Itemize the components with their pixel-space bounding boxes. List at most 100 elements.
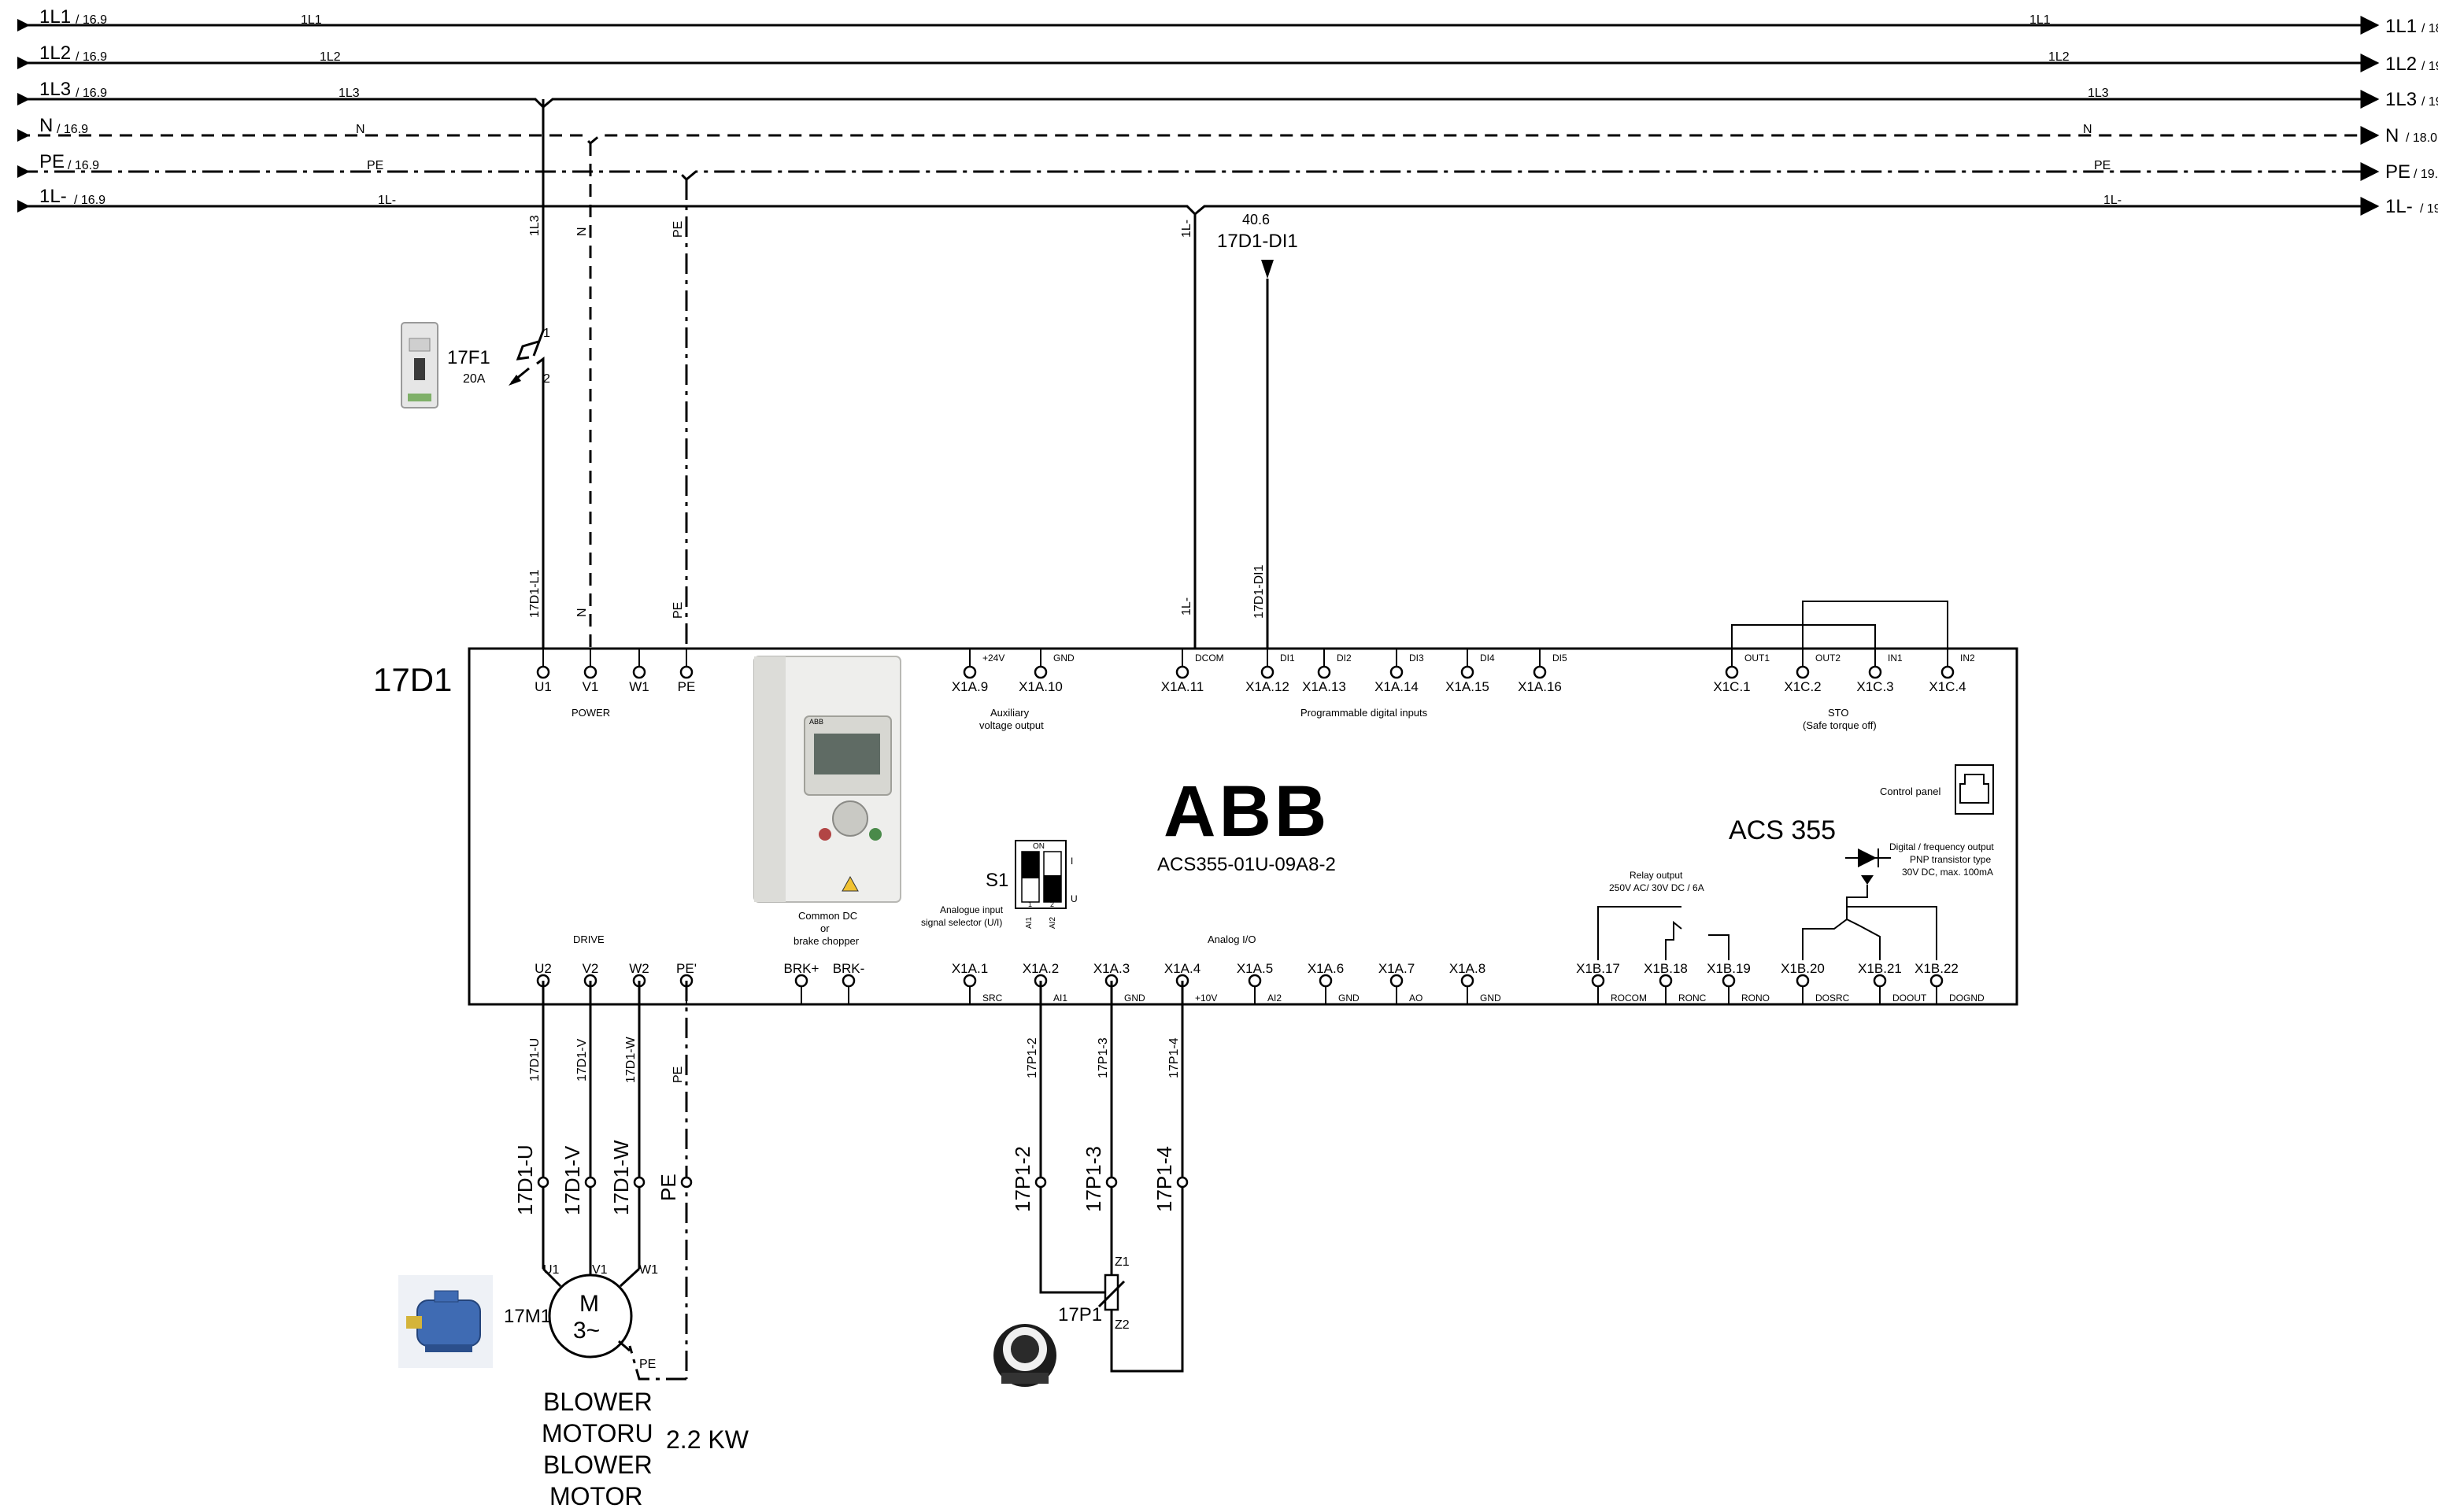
top-terminal-15	[1940, 665, 1955, 679]
breaker-rating: 20A	[463, 372, 486, 386]
rail-pe-label: PE	[39, 151, 65, 172]
rail-pe-right-label: PE	[2385, 161, 2410, 183]
breaker-pin-2: 2	[543, 372, 550, 386]
rail-1l1-right-ref: / 18.0	[2421, 22, 2438, 35]
rail-1l-minus-label: 1L-	[39, 186, 67, 207]
rail-1l3-label: 1L3	[39, 79, 71, 100]
rail-1l1: 1L1 / 16.9 1L1 1L1 1L1 / 18.0	[17, 6, 2438, 37]
bottom-signal-1: AI1	[1053, 993, 1067, 1004]
top-terminal-14	[1868, 665, 1882, 679]
top-terminal-7	[1260, 665, 1274, 679]
wire-di1-label: 17D1-DI1	[1252, 564, 1266, 619]
top-terminal-10	[1460, 665, 1474, 679]
s1-tag: S1	[986, 870, 1008, 891]
rail-1l3: 1L3 / 16.9 1L3 1L3 1L3 / 19.0	[17, 79, 2438, 110]
bottom-signal-6: AO	[1409, 993, 1422, 1004]
do-desc-2: PNP transistor type	[1910, 854, 1991, 865]
bottom-terminal-label-7: X1A.2	[1023, 961, 1059, 976]
top-terminal-2	[632, 665, 646, 679]
bottom-signal-4: AI2	[1267, 993, 1282, 1004]
top-terminal-label-13: X1C.2	[1784, 679, 1821, 694]
bottom-terminal-label-3: PE'	[676, 961, 697, 976]
pot-z1: Z1	[1115, 1255, 1130, 1269]
top-terminal-label-8: X1A.13	[1302, 679, 1346, 694]
drop-l1-wire: 1L3 17D1-L1	[528, 99, 545, 672]
rail-n-right-label: N	[2385, 125, 2399, 146]
abb-logo: ABB	[1164, 771, 1326, 852]
bottom-terminal-13	[1460, 974, 1474, 988]
top-terminal-label-12: X1C.1	[1713, 679, 1750, 694]
rail-1l1-right-label: 1L1	[2385, 16, 2417, 37]
rail-1l2-right-ref: / 19.0	[2421, 60, 2438, 73]
motor-conn-v: 17D1-V	[560, 1145, 584, 1215]
drop-1l-minus-wire: 1L- 1L-	[1180, 214, 1197, 672]
group-dc-1: Common DC	[798, 910, 857, 922]
bottom-terminal-17	[1796, 974, 1810, 988]
cross-ref-signal: 17D1-DI1	[1217, 231, 1298, 252]
motor-terminal-v1: V1	[592, 1263, 608, 1277]
bottom-terminal-label-12: X1A.7	[1378, 961, 1415, 976]
wire-17d1-l1-label: 17D1-L1	[528, 570, 542, 618]
top-terminal-label-15: X1C.4	[1929, 679, 1966, 694]
bottom-terminal-label-6: X1A.1	[952, 961, 988, 976]
top-terminal-label-6: X1A.11	[1161, 679, 1204, 694]
drive-block	[468, 647, 2018, 1006]
top-terminal-label-14: X1C.3	[1856, 679, 1893, 694]
bottom-terminal-4	[794, 974, 808, 988]
drop-n-wire: N N	[575, 143, 592, 672]
rail-1l-minus-mid-left: 1L-	[378, 194, 396, 207]
group-prog: Programmable digital inputs	[1300, 707, 1428, 719]
relay-desc-2: 250V AC/ 30V DC / 6A	[1609, 882, 1704, 893]
top-signal-2: DCOM	[1195, 652, 1224, 664]
rail-pe-right-ref: / 19.0	[2414, 168, 2438, 181]
bottom-signal-13: DOGND	[1949, 993, 1985, 1004]
top-terminal-1	[583, 665, 597, 679]
s1-desc-2: signal selector (U/I)	[921, 917, 1002, 928]
rail-1l3-right-label: 1L3	[2385, 89, 2417, 110]
wire-1l-minus-label: 1L-	[1180, 597, 1193, 616]
drive-model: ACS355-01U-09A8-2	[1157, 854, 1336, 875]
bottom-signal-10: RONO	[1741, 993, 1770, 1004]
bottom-terminal-16	[1722, 974, 1736, 988]
drop-n-label: N	[575, 227, 589, 236]
top-terminal-0	[536, 665, 550, 679]
bottom-signal-0: SRC	[982, 993, 1003, 1004]
top-signal-3: DI1	[1280, 652, 1295, 664]
drive-photo-logo: ABB	[809, 718, 823, 726]
motor-terminal-u1: U1	[543, 1263, 560, 1277]
group-sto-2: (Safe torque off)	[1803, 719, 1877, 731]
bottom-terminal-label-13: X1A.8	[1449, 961, 1485, 976]
rail-n-label: N	[39, 115, 53, 136]
s1-i: I	[1071, 856, 1073, 867]
pot-conn-4: 17P1-4	[1152, 1146, 1176, 1212]
rail-pe-mid-left: PE	[367, 159, 383, 172]
top-signal-4: DI2	[1337, 652, 1352, 664]
bottom-signal-9: RONC	[1678, 993, 1707, 1004]
rail-1l2-right-label: 1L2	[2385, 54, 2417, 75]
rail-1l-minus-mid-right: 1L-	[2103, 194, 2122, 207]
rail-n-left-ref: / 16.9	[57, 123, 88, 136]
top-terminal-11	[1533, 665, 1547, 679]
top-terminal-12	[1725, 665, 1739, 679]
motor-name-3: BLOWER	[543, 1451, 653, 1479]
bottom-terminal-label-10: X1A.5	[1237, 961, 1273, 976]
rail-1l1-mid-right: 1L1	[2029, 13, 2051, 27]
motor-17m1: M 3~ U1 V1 W1 PE 17M1 BLOWER MOTORU BLOW…	[398, 1263, 749, 1510]
rail-1l2: 1L2 / 16.9 1L2 1L2 1L2 / 19.0	[17, 43, 2438, 75]
top-terminal-4	[963, 665, 977, 679]
do-desc-3: 30V DC, max. 100mA	[1902, 867, 1993, 878]
bottom-terminal-label-5: BRK-	[833, 961, 865, 976]
top-terminal-label-3: PE	[678, 679, 696, 694]
drive-tag: 17D1	[373, 661, 452, 698]
group-analog: Analog I/O	[1208, 933, 1256, 945]
top-terminal-label-5: X1A.10	[1019, 679, 1063, 694]
top-terminal-5	[1034, 665, 1048, 679]
group-sto-1: STO	[1828, 707, 1849, 719]
pot-17p1: Z1 Z2 17P1	[993, 1255, 1130, 1387]
pot-wiring: 17P1-2 17P1-3 17P1-4 17P1-2 17P1-3 17P1-…	[1011, 981, 1189, 1373]
top-terminal-8	[1317, 665, 1331, 679]
bottom-signal-8: ROCOM	[1611, 993, 1647, 1004]
rail-1l1-left-ref: / 16.9	[76, 13, 107, 27]
cross-ref-page: 40.6	[1242, 212, 1270, 227]
bottom-signal-5: GND	[1338, 993, 1360, 1004]
